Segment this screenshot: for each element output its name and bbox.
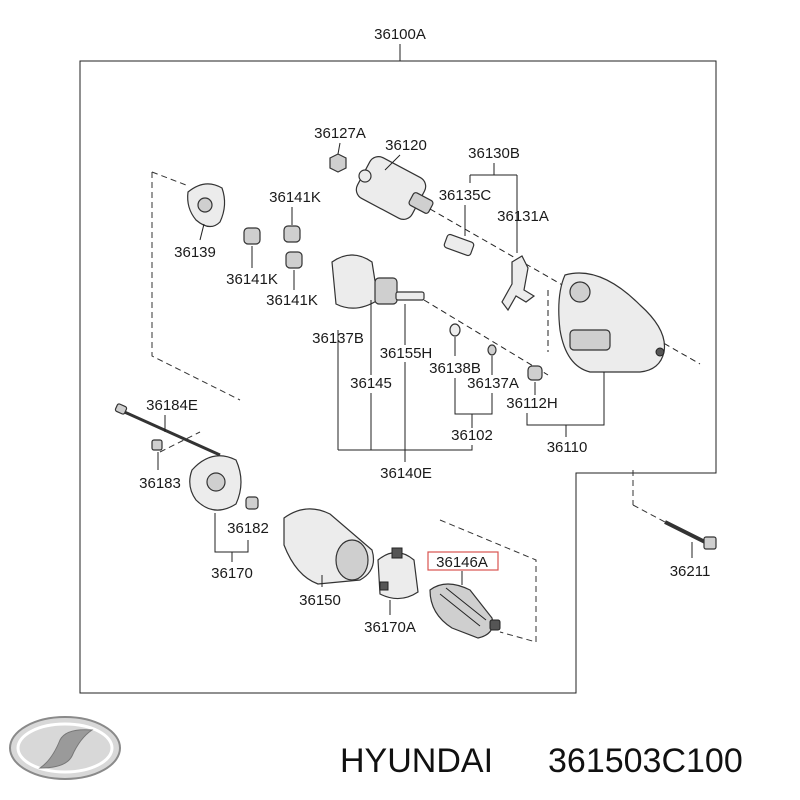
shift-lever-part	[501, 255, 536, 312]
brand-name: HYUNDAI	[340, 742, 493, 780]
hyundai-logo	[9, 716, 121, 780]
label-36127A: 36127A	[314, 125, 366, 142]
mounting-bolt-part	[664, 520, 717, 550]
bearing-part	[527, 365, 543, 381]
end-bushing-part	[245, 496, 259, 510]
label-36130B: 36130B	[468, 145, 520, 162]
label-36170: 36170	[211, 565, 253, 582]
label-36137A: 36137A	[467, 375, 519, 392]
label-36155H: 36155H	[380, 345, 433, 362]
yoke-part	[283, 508, 375, 585]
label-36170A: 36170A	[364, 619, 416, 636]
label-36182: 36182	[227, 520, 269, 537]
label-36140E: 36140E	[380, 465, 432, 482]
label-36150: 36150	[299, 592, 341, 609]
label-36100A: 36100A	[374, 26, 426, 43]
label-36138B: 36138B	[429, 360, 481, 377]
highlight-box-36146A	[427, 551, 499, 571]
bushing-part-3	[285, 251, 303, 269]
label-36141K-2: 36141K	[226, 271, 278, 288]
washer-part	[449, 323, 461, 337]
housing-part	[547, 272, 666, 373]
bushing-part-1	[283, 225, 301, 243]
label-36141K-1: 36141K	[269, 189, 321, 206]
cover-part	[187, 183, 226, 228]
label-36146A: 36146A	[436, 554, 488, 571]
plunger-part	[443, 233, 475, 257]
armature-part	[429, 583, 501, 639]
bushing-part-2	[243, 227, 261, 245]
label-36102: 36102	[451, 427, 493, 444]
label-36112H: 36112H	[506, 395, 557, 412]
label-36120: 36120	[385, 137, 427, 154]
label-36141K-3: 36141K	[266, 292, 318, 309]
clip-part	[487, 344, 497, 356]
drive-assembly-part	[331, 254, 549, 376]
label-36145: 36145	[350, 375, 392, 392]
brush-holder-part	[377, 547, 419, 600]
part-number: 361503C100	[548, 742, 743, 780]
through-bolt-part	[114, 403, 221, 457]
label-36184E: 36184E	[146, 397, 198, 414]
label-36183: 36183	[139, 475, 181, 492]
end-frame-part	[189, 455, 242, 511]
screw-part	[151, 439, 163, 451]
label-36131A: 36131A	[497, 208, 549, 225]
label-36139: 36139	[174, 244, 216, 261]
label-36211: 36211	[670, 563, 711, 580]
label-36110: 36110	[547, 439, 588, 456]
label-36135C: 36135C	[439, 187, 492, 204]
assembly-frame	[79, 60, 717, 694]
nut-part	[329, 153, 347, 173]
